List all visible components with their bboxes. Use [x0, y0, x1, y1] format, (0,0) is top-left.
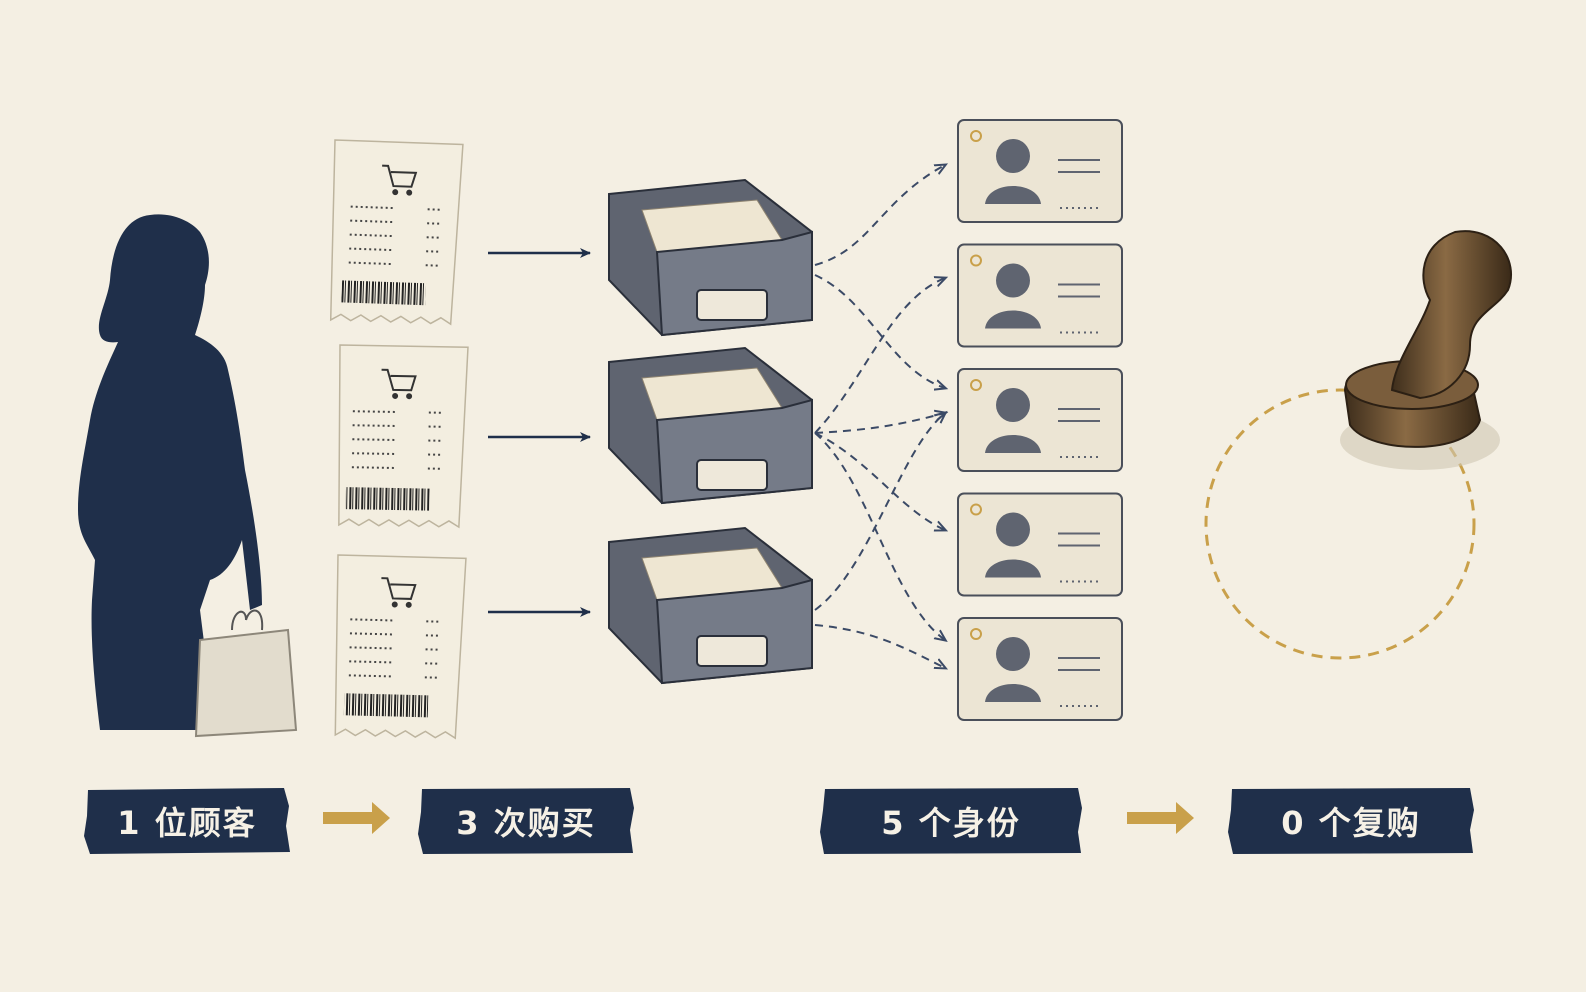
person-avatar-icon [985, 139, 1041, 204]
shopping-bag-icon [194, 609, 298, 738]
label-purchases-text: 3 次购买 [456, 804, 596, 842]
label-arrows [323, 802, 1194, 834]
label-customer: 1 位顾客 [84, 786, 290, 856]
label-purchases: 3 次购买 [418, 786, 634, 856]
barcode-icon [343, 693, 429, 718]
label-repurchase: 0 个复购 [1228, 786, 1474, 856]
woman-silhouette-icon [78, 214, 262, 731]
stamp-icon [1340, 230, 1513, 470]
label-identities-text: 5 个身份 [881, 804, 1021, 842]
id-card-icon [957, 119, 1123, 223]
receipt-to-box-arrows [488, 248, 591, 617]
cart-icon [381, 577, 417, 608]
person-avatar-icon [985, 512, 1041, 578]
empty-circle-icon [1204, 388, 1476, 660]
id-card-icon [957, 617, 1123, 721]
person-avatar-icon [985, 263, 1041, 329]
arrow-right-icon [323, 802, 390, 834]
receipt-2 [338, 344, 469, 529]
label-customer-text: 1 位顾客 [117, 804, 257, 842]
arrow-right-icon [1127, 802, 1194, 834]
id-card-icon [957, 368, 1123, 472]
receipt-1 [329, 139, 464, 326]
label-identities: 5 个身份 [820, 786, 1082, 856]
cart-icon [381, 368, 417, 400]
archive-box-2 [608, 346, 813, 505]
archive-box-1 [608, 178, 813, 337]
barcode-icon [341, 280, 427, 306]
archive-box-3 [608, 526, 813, 685]
person-avatar-icon [985, 388, 1041, 453]
box-to-card-connections [814, 165, 945, 668]
person-avatar-icon [985, 637, 1041, 702]
label-repurchase-text: 0 个复购 [1281, 804, 1421, 842]
receipt-3 [334, 554, 467, 740]
barcode-icon [345, 487, 430, 511]
id-card-icon [957, 243, 1123, 348]
id-card-icon [957, 492, 1123, 597]
cart-icon [382, 164, 418, 196]
id-cards-column [957, 119, 1123, 721]
